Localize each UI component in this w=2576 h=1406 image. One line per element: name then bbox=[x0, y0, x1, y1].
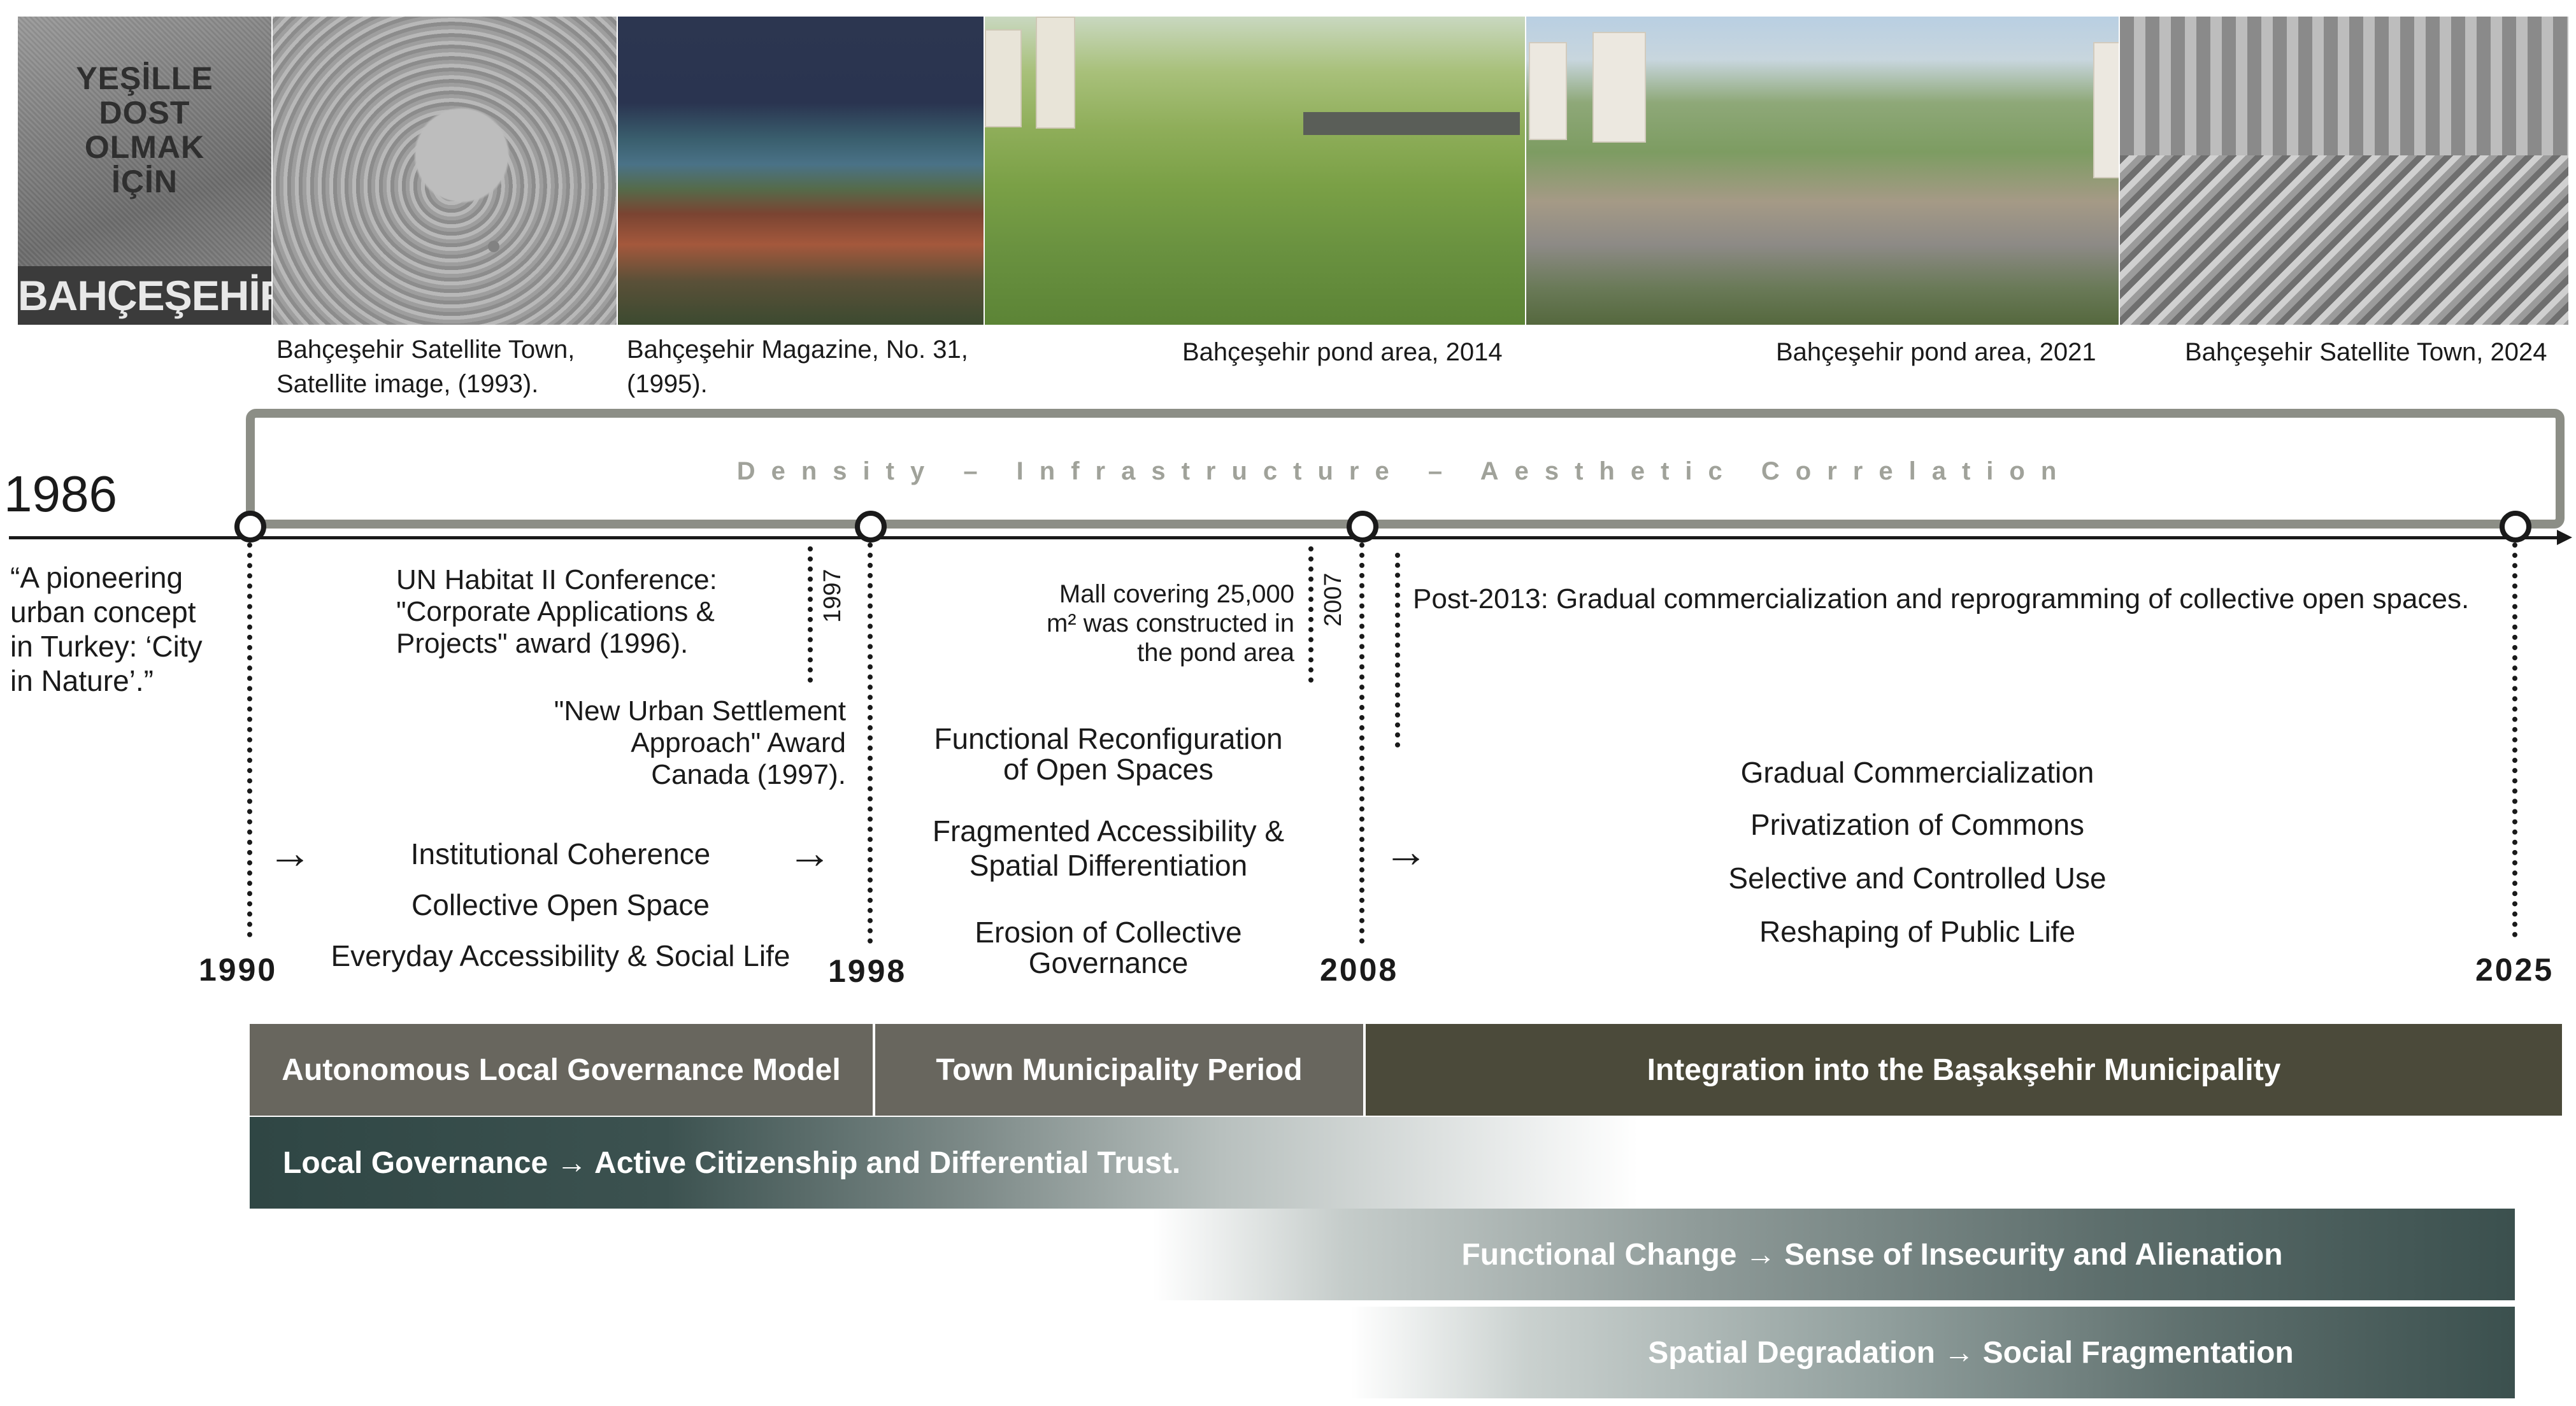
tower-shape bbox=[1592, 32, 1646, 143]
year-2008: 2008 bbox=[1320, 951, 1398, 988]
guide-1990 bbox=[247, 543, 252, 937]
guide-2008 bbox=[1359, 543, 1364, 944]
timeline-axis bbox=[9, 536, 2558, 539]
year-1990: 1990 bbox=[199, 951, 277, 988]
caption-pond-2014: Bahçeşehir pond area, 2014 bbox=[1182, 335, 1503, 369]
location-marker-icon bbox=[488, 241, 499, 252]
node-1998 bbox=[855, 511, 887, 543]
phase3-item: Gradual Commercialization bbox=[1631, 755, 2204, 790]
tower-shape bbox=[1036, 17, 1075, 129]
phase2-item: Erosion of Collective Governance bbox=[885, 917, 1331, 978]
magazine-1995-photo bbox=[618, 17, 984, 325]
node-2008 bbox=[1347, 511, 1378, 543]
tower-shape bbox=[2093, 42, 2119, 178]
tower-shape bbox=[1529, 42, 1567, 140]
poster-slogan: YEŞİLLE DOST OLMAK İÇİN bbox=[18, 61, 271, 199]
phase1-item: Collective Open Space bbox=[268, 888, 854, 922]
caption-satellite-1993: Bahçeşehir Satellite Town, Satellite ima… bbox=[276, 332, 575, 401]
phase1-item: Institutional Coherence bbox=[268, 837, 854, 871]
correlation-label: Density – Infrastructure – Aesthetic Cor… bbox=[248, 457, 2561, 486]
year-1997: 1997 bbox=[819, 569, 847, 623]
guide-2007 bbox=[1308, 546, 1313, 683]
pond-2014-photo bbox=[985, 17, 1525, 325]
satellite-2024-photo bbox=[2120, 17, 2568, 325]
year-2025: 2025 bbox=[2475, 951, 2554, 988]
canada-award: "New Urban Settlement Approach" Award Ca… bbox=[510, 695, 846, 791]
poster-brand: BAHÇEŞEHİR bbox=[18, 266, 271, 325]
town-municipality-bar: Town Municipality Period bbox=[875, 1024, 1363, 1116]
phase1-item: Everyday Accessibility & Social Life bbox=[268, 939, 854, 973]
integration-bar: Integration into the Başakşehir Municipa… bbox=[1366, 1024, 2562, 1116]
guide-2013 bbox=[1395, 553, 1400, 748]
habitat-award: UN Habitat II Conference: "Corporate App… bbox=[396, 564, 717, 660]
guide-1998 bbox=[868, 543, 873, 944]
caption-magazine-1995: Bahçeşehir Magazine, No. 31, (1995). bbox=[627, 332, 968, 401]
phase3-item: Selective and Controlled Use bbox=[1631, 861, 2204, 895]
year-2007: 2007 bbox=[1320, 572, 1347, 627]
poster-photo: YEŞİLLE DOST OLMAK İÇİN BAHÇEŞEHİR bbox=[18, 17, 271, 325]
bridge-shape bbox=[1303, 112, 1520, 135]
pioneering-quote: “A pioneering urban concept in Turkey: ‘… bbox=[10, 560, 203, 698]
tower-shape bbox=[985, 29, 1022, 127]
start-year: 1986 bbox=[4, 465, 117, 523]
node-2025 bbox=[2500, 511, 2531, 543]
phase2-item: Fragmented Accessibility & Spatial Diffe… bbox=[885, 814, 1331, 883]
post-2013-event: Post-2013: Gradual commercialization and… bbox=[1413, 585, 2469, 614]
caption-satellite-2024: Bahçeşehir Satellite Town, 2024 bbox=[2185, 335, 2547, 369]
autonomous-governance-bar: Autonomous Local Governance Model bbox=[250, 1024, 873, 1116]
caption-pond-2021: Bahçeşehir pond area, 2021 bbox=[1776, 335, 2096, 369]
satellite-1993-photo bbox=[273, 17, 617, 325]
node-1990 bbox=[234, 511, 266, 543]
phase3-item: Reshaping of Public Life bbox=[1631, 914, 2204, 949]
local-governance-bar: Local Governance → Active Citizenship an… bbox=[250, 1117, 1638, 1209]
pond-2021-photo bbox=[1526, 17, 2119, 325]
guide-1997 bbox=[808, 546, 813, 683]
arrow-icon: → bbox=[787, 830, 832, 875]
arrow-icon: → bbox=[1384, 829, 1428, 874]
arrow-head-icon bbox=[2557, 530, 2572, 545]
spatial-degradation-bar: Spatial Degradation → Social Fragmentati… bbox=[1350, 1307, 2515, 1398]
phase2-item: Functional Reconfiguration of Open Space… bbox=[885, 723, 1331, 785]
functional-change-bar: Functional Change → Sense of Insecurity … bbox=[1153, 1209, 2515, 1300]
phase3-item: Privatization of Commons bbox=[1631, 807, 2204, 842]
guide-2025 bbox=[2512, 543, 2517, 937]
mall-event: Mall covering 25,000 m² was constructed … bbox=[994, 579, 1294, 667]
